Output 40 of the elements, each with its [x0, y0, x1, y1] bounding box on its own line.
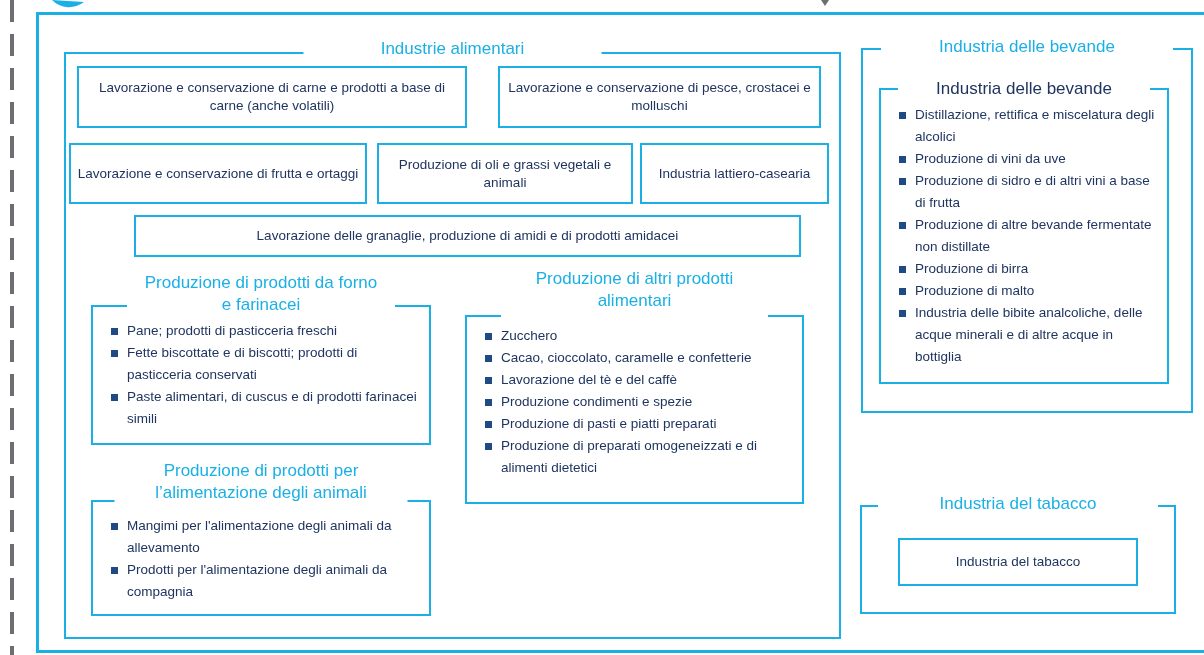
- category-box: [134, 215, 801, 257]
- category-label: Lavorazione e conservazione di carne e prodotti a base di carne (anche volatili): [98, 79, 446, 115]
- category-box: [69, 143, 367, 204]
- bullet-item: Paste alimentari, di cuscus e di prodotti farinacei simili: [91, 386, 431, 430]
- category-label: Lavorazione e conservazione di frutta e ortaggi: [77, 164, 359, 183]
- category-label: Produzione di oli e grassi vegetali e animali: [397, 155, 613, 192]
- bullet-item: Produzione di birra: [879, 258, 1169, 280]
- category-label: Lavorazione delle granaglie, produzione di amidi e di prodotti amidacei: [256, 227, 679, 245]
- section-heading: Industria delle bevande: [935, 78, 1113, 100]
- bullet-item: Produzione di vini da uve: [879, 148, 1169, 170]
- section-heading: Produzione di altri prodotti alimentari: [534, 268, 735, 312]
- bullet-item: Distillazione, rettifica e miscelatura degli alcolici: [879, 104, 1169, 148]
- category-box: [77, 66, 467, 128]
- section-heading: Industria delle bevande: [938, 36, 1116, 58]
- bullet-item: Produzione condimenti e spezie: [465, 391, 804, 413]
- category-label: Industria lattiero-casearia: [658, 164, 811, 183]
- bullet-item: Pane; prodotti di pasticceria freschi: [91, 320, 431, 342]
- bullet-item: Cacao, cioccolato, caramelle e confetterie: [465, 347, 804, 369]
- section-heading: Industrie alimentari: [379, 38, 526, 60]
- section-heading: Produzione di prodotti per l’alimentazione degli animali: [154, 460, 368, 504]
- bullet-item: Zucchero: [465, 325, 804, 347]
- bullet-item: Lavorazione del tè e del caffè: [465, 369, 804, 391]
- category-label: Industria del tabacco: [955, 553, 1081, 571]
- category-box: [377, 143, 633, 204]
- category-box: [640, 143, 829, 204]
- bullet-item: Produzione di pasti e piatti preparati: [465, 413, 804, 435]
- bullet-item: Mangimi per l'alimentazione degli animali da allevamento: [91, 515, 431, 559]
- bullet-item: Fette biscottate e di biscotti; prodotti di pasticceria conservati: [91, 342, 431, 386]
- category-box: [898, 538, 1138, 586]
- bullet-item: Industria delle bibite analcoliche, delle acque minerali e di altre acque in bottiglia: [879, 302, 1169, 368]
- category-label: Lavorazione e conservazione di pesce, crostacei e molluschi: [507, 79, 812, 115]
- section-heading: Industria del tabacco: [938, 493, 1098, 515]
- outer-frame: [36, 12, 1204, 653]
- category-box: [498, 66, 821, 128]
- bullet-item: Prodotti per l'alimentazione degli animali da compagnia: [91, 559, 431, 603]
- section-heading: Produzione di prodotti da forno e farinacei: [143, 272, 379, 316]
- bullet-item: Produzione di altre bevande fermentate non distillate: [879, 214, 1169, 258]
- bullet-item: Produzione di malto: [879, 280, 1169, 302]
- bullet-item: Produzione di preparati omogeneizzati e di alimenti dietetici: [465, 435, 804, 479]
- bullet-item: Produzione di sidro e di altri vini a base di frutta: [879, 170, 1169, 214]
